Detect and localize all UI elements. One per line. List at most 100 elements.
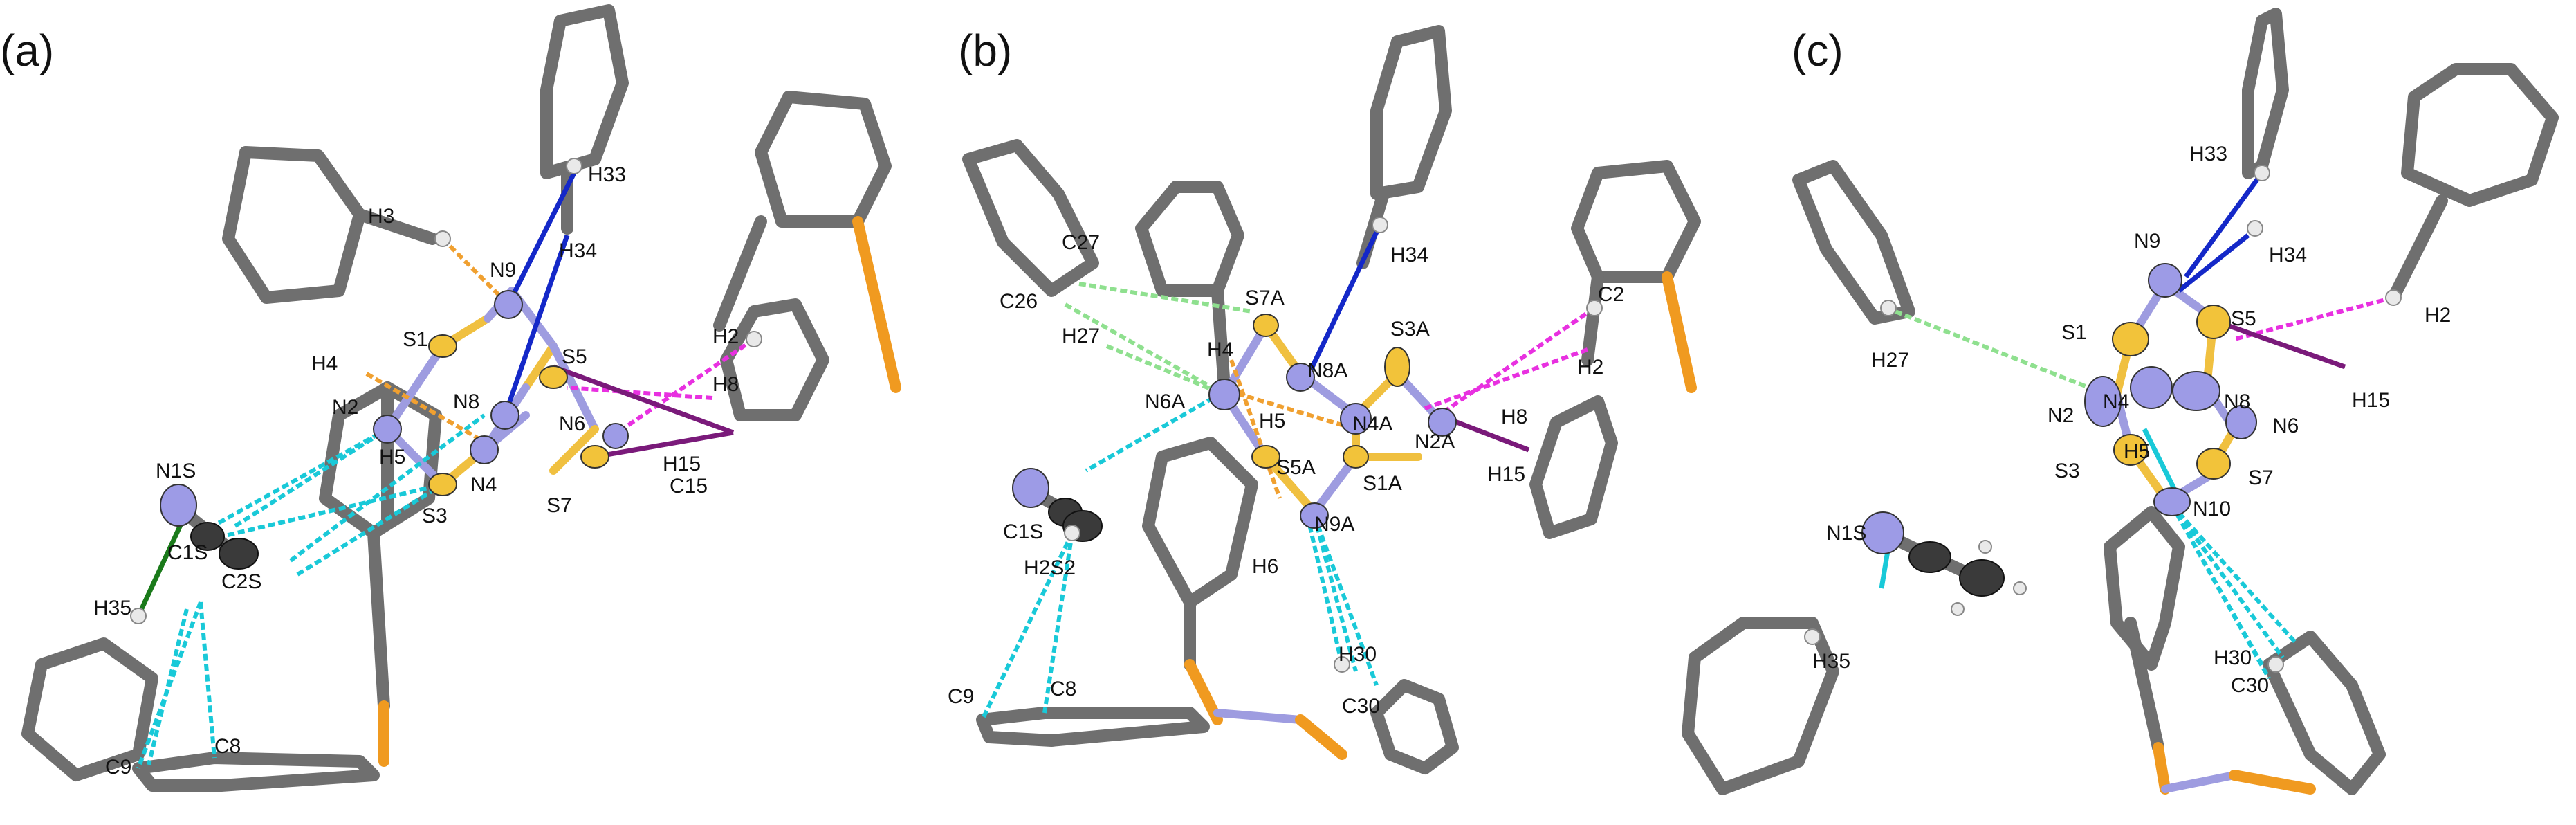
atom-label: H5: [379, 446, 405, 469]
nitrogen-atom: [1428, 408, 1457, 437]
hbond-line: [2170, 504, 2285, 659]
atom-label: H5: [2124, 440, 2150, 463]
hydrogen-atom: [2254, 165, 2270, 181]
sulfur-atom: [2196, 448, 2231, 480]
hbond-contacts: [1879, 171, 2394, 680]
hbond-line: [2226, 323, 2346, 370]
atom-label: H30: [2214, 646, 2252, 669]
hbond-line: [1078, 282, 1253, 314]
hbond-contacts: [136, 172, 755, 770]
atom-label: N6: [559, 412, 585, 435]
atom-label: S5: [562, 345, 587, 368]
hbond-line: [2142, 428, 2182, 500]
carbon-atom: [1959, 559, 2005, 597]
phenyl-ring: [1370, 679, 1459, 774]
hbond-line: [441, 237, 510, 307]
hbond-line: [207, 482, 443, 542]
hbond-line: [199, 427, 389, 535]
hydrogen-atom: [2013, 581, 2027, 595]
phenyl-ring: [132, 752, 380, 792]
panel-label-b: (b): [958, 26, 1012, 75]
nitrogen-atom: [470, 435, 499, 464]
sulfur-atom: [1384, 347, 1410, 387]
phenyl-ring: [2263, 631, 2386, 795]
atom-label: S3: [2054, 460, 2080, 482]
nitrogen-atom: [1300, 502, 1329, 529]
atom-label: N10: [2193, 498, 2231, 520]
atom-label: N8: [2224, 390, 2250, 413]
sulfur-atom: [539, 365, 568, 389]
atom-label: S1: [403, 328, 428, 351]
hbond-line: [147, 608, 189, 765]
phenyl-ring: [21, 637, 158, 781]
hbond-line: [567, 386, 713, 400]
atom-label: N8: [453, 390, 479, 413]
nitrogen-atom: [2225, 405, 2257, 439]
hbond-line: [1437, 306, 1596, 417]
bond: [367, 527, 390, 712]
oxygen-linker: [1184, 659, 1223, 725]
bond: [2387, 194, 2448, 304]
nitrogen-atom: [2130, 366, 2173, 409]
hbond-line: [552, 364, 735, 435]
atom-label: H34: [1390, 244, 1428, 266]
hbond-line: [1042, 532, 1074, 714]
atom-label: S1A: [1363, 472, 1402, 495]
atom-label: H33: [2189, 143, 2227, 165]
hydrogen-atom: [566, 158, 582, 174]
bond: [713, 215, 767, 332]
atom-label: H27: [1871, 349, 1909, 372]
hbond-line: [199, 601, 217, 759]
carbon-atom: [219, 538, 259, 570]
atom-label: H15: [2352, 389, 2390, 412]
atoms: [1804, 165, 2402, 673]
atom-label: C9: [948, 685, 974, 708]
atom-label: H8: [1501, 406, 1527, 428]
oxygen-linker: [2153, 742, 2171, 795]
carbon-atom: [1908, 541, 1951, 573]
hbond-line: [1064, 302, 1226, 397]
atom-label: H35: [1812, 650, 1850, 673]
atoms: [130, 158, 762, 624]
nitrogen-atom: [602, 423, 629, 449]
hbond-contacts: [980, 224, 1596, 721]
sulfur-atom: [2112, 322, 2149, 356]
nitrogen-atom: [1861, 511, 1904, 554]
nitrogen-atom: [1286, 363, 1315, 392]
oxygen-linker: [1295, 714, 1347, 760]
atom-label: C27: [1062, 231, 1100, 254]
atom-label: C9: [105, 756, 131, 779]
bond: [549, 425, 599, 475]
phenyl-ring: [2242, 8, 2289, 179]
nitrogen-atom: [1012, 468, 1049, 508]
phenyl-ring: [1142, 437, 1258, 608]
atom-label: H5: [1259, 410, 1285, 433]
phenyl-ring: [222, 146, 366, 304]
sulfur-atom: [1251, 445, 1280, 469]
hbond-line: [1217, 386, 1356, 431]
phenyl-ring: [755, 91, 892, 228]
panel-label-c: (c): [1792, 26, 1843, 75]
atom-label: S7A: [1245, 287, 1285, 309]
atom-label: N9: [490, 259, 516, 282]
hbond-line: [296, 482, 444, 577]
bond: [2124, 617, 2164, 754]
atom-label: C30: [1342, 695, 1380, 718]
hydrogen-atom: [130, 608, 147, 624]
panel-b: (b): [948, 25, 1701, 774]
hbond-line: [1312, 514, 1379, 687]
atom-label: N4A: [1352, 412, 1392, 435]
hbond-line: [1312, 515, 1358, 672]
atom-label: N1S: [156, 460, 196, 482]
bond: [2161, 771, 2238, 793]
atom-label: H30: [1338, 643, 1377, 666]
panel-c: (c): [1682, 8, 2559, 795]
hbond-line: [2170, 504, 2271, 680]
atom-label: S1: [2061, 321, 2087, 344]
hbond-line: [365, 372, 499, 452]
sulfur-atom: [1343, 445, 1369, 469]
panel-label-a: (a): [0, 26, 54, 75]
hbond-line: [502, 234, 570, 417]
hydrogen-atom: [2247, 220, 2263, 237]
atom-label: C1S: [1003, 520, 1043, 543]
